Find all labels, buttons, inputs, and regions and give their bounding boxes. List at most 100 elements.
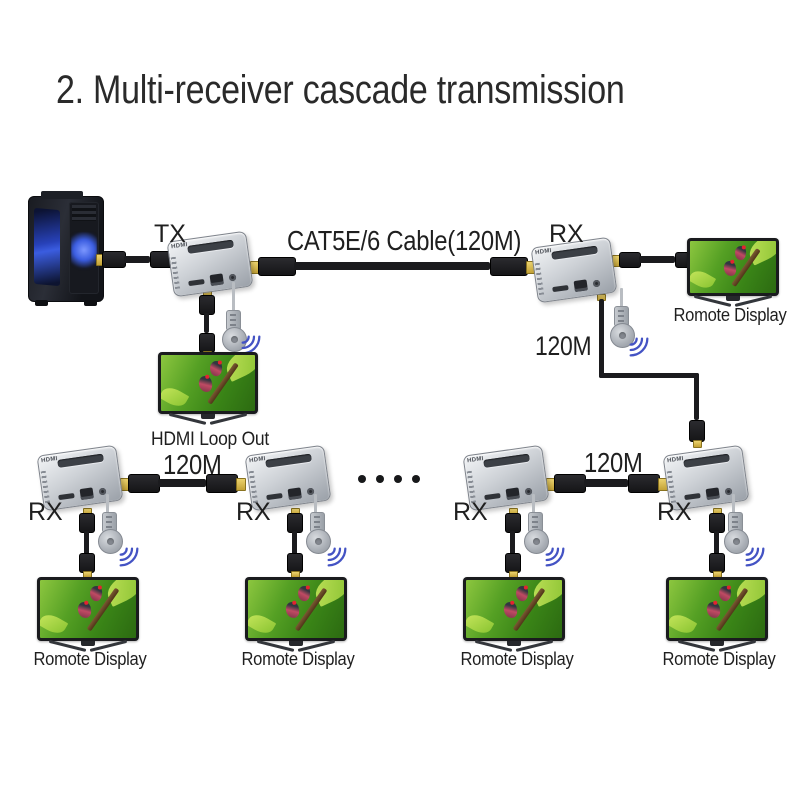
hdmi-loop-out-label: HDMI Loop Out bbox=[151, 429, 269, 450]
remote-display bbox=[687, 238, 779, 307]
hdmi-connector bbox=[505, 553, 521, 573]
rx-label: RX bbox=[453, 498, 488, 526]
hdmi-connector bbox=[287, 513, 303, 533]
ir-signal-icon bbox=[327, 547, 347, 567]
ir-receiver-head bbox=[724, 529, 749, 554]
bird-art bbox=[706, 601, 722, 619]
bird-art bbox=[197, 375, 213, 393]
pc-led-glow bbox=[71, 232, 97, 272]
hdmi-cable bbox=[714, 531, 719, 555]
rj45-connector bbox=[128, 474, 160, 493]
cat5-cable bbox=[584, 479, 628, 487]
distance-label: 120M bbox=[584, 447, 643, 478]
bird-art bbox=[733, 245, 747, 261]
cat5-cable bbox=[599, 299, 604, 378]
display-screen bbox=[161, 355, 255, 411]
hdmi-connector bbox=[709, 553, 725, 573]
hdmi-cable bbox=[84, 531, 89, 555]
rx-label: RX bbox=[236, 498, 271, 526]
display-stand bbox=[289, 641, 303, 646]
bird-art bbox=[77, 601, 93, 619]
rj45-port bbox=[209, 273, 224, 287]
cat5-cable bbox=[294, 262, 490, 270]
hdmi-connector bbox=[199, 295, 215, 315]
leaf-art bbox=[669, 610, 698, 638]
gold-plug-tip bbox=[236, 478, 246, 491]
ir-cable bbox=[620, 288, 623, 308]
ir-cable bbox=[232, 282, 235, 312]
pc-top-panel bbox=[41, 191, 83, 199]
display-screen bbox=[248, 580, 344, 638]
tx-label: TX bbox=[154, 220, 186, 248]
display-stand-leg bbox=[209, 412, 248, 425]
ir-signal-icon bbox=[545, 547, 565, 567]
ir-cable bbox=[314, 494, 317, 514]
rj45-connector bbox=[258, 257, 296, 276]
hdmi-connector bbox=[619, 252, 641, 268]
bird-art bbox=[208, 359, 223, 377]
display-screen bbox=[40, 580, 136, 638]
rj45-port bbox=[79, 487, 94, 501]
pc-side-window bbox=[34, 207, 60, 287]
leaf-art bbox=[161, 383, 190, 411]
rx-label: RX bbox=[28, 498, 63, 526]
display-stand bbox=[726, 296, 740, 301]
rj45-connector bbox=[490, 257, 528, 276]
leaf-art bbox=[690, 267, 717, 292]
remote-display bbox=[245, 577, 347, 652]
bird-art bbox=[296, 585, 311, 602]
rx-label: RX bbox=[657, 498, 692, 526]
display-screen bbox=[690, 241, 776, 293]
bird-art bbox=[88, 585, 103, 602]
rj45-port bbox=[287, 487, 302, 501]
display-stand bbox=[710, 641, 724, 646]
display-stand bbox=[81, 641, 95, 646]
remote-display bbox=[666, 577, 768, 652]
remote-display bbox=[37, 577, 139, 652]
ir-receiver-head bbox=[610, 323, 635, 348]
ir-receiver-head bbox=[222, 327, 247, 352]
cat5-cable bbox=[158, 479, 206, 487]
hdmi-cable bbox=[292, 531, 297, 555]
cat5-cable bbox=[694, 373, 699, 420]
ellipsis-dot bbox=[412, 475, 420, 483]
hdmi-connector bbox=[79, 553, 95, 573]
ir-cable bbox=[532, 494, 535, 514]
leaf-art bbox=[466, 610, 495, 638]
bird-art bbox=[514, 585, 529, 602]
ir-receiver-head bbox=[524, 529, 549, 554]
hdmi-cable bbox=[639, 256, 675, 263]
ir-receiver-head bbox=[98, 529, 123, 554]
rj45-port bbox=[573, 279, 588, 293]
cat5-cable bbox=[599, 373, 699, 378]
remote-display-label: Romote Display bbox=[673, 305, 787, 325]
cascade-ellipsis bbox=[358, 475, 420, 483]
hdmi-connector bbox=[709, 513, 725, 533]
display-stand bbox=[201, 414, 215, 419]
remote-display-label: Romote Display bbox=[241, 649, 355, 669]
display-stand bbox=[507, 641, 521, 646]
hdmi-connector bbox=[102, 251, 126, 268]
rx-label: RX bbox=[549, 220, 584, 248]
bird-art bbox=[723, 260, 738, 277]
hdmi-cable bbox=[510, 531, 515, 555]
distance-label: 120M bbox=[163, 449, 222, 480]
hdmi-connector bbox=[505, 513, 521, 533]
bird-art bbox=[503, 601, 519, 619]
display-screen bbox=[466, 580, 562, 638]
page-title: 2. Multi-receiver cascade transmission bbox=[56, 68, 625, 112]
distance-label: 120M bbox=[535, 331, 592, 361]
leaf-art bbox=[248, 610, 277, 638]
hdmi-cable bbox=[204, 313, 209, 333]
ellipsis-dot bbox=[358, 475, 366, 483]
ellipsis-dot bbox=[376, 475, 384, 483]
pc-foot bbox=[35, 300, 48, 306]
cat5-cable-label: CAT5E/6 Cable(120M) bbox=[287, 225, 522, 256]
remote-display-label: Romote Display bbox=[33, 649, 147, 669]
bird-art bbox=[285, 601, 301, 619]
pc-front-panel bbox=[69, 202, 99, 294]
ellipsis-dot bbox=[394, 475, 402, 483]
pc-foot bbox=[84, 300, 97, 306]
rj45-connector bbox=[689, 420, 705, 442]
